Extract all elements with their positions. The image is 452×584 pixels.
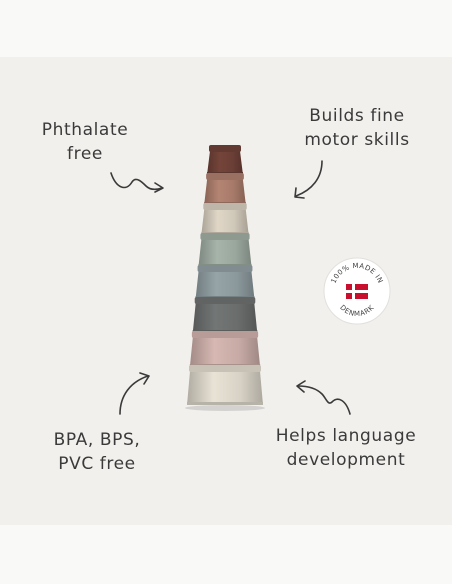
callout-bpa-line2: PVC free: [58, 454, 136, 474]
stacking-cup: [207, 145, 243, 175]
callout-bpa-line1: BPA, BPS,: [53, 430, 141, 450]
callout-motor-skills: Builds fine motor skills: [292, 104, 422, 152]
stacking-cup: [198, 233, 252, 267]
stacking-cup: [204, 173, 246, 205]
arrow-language-icon: [296, 380, 351, 415]
callout-bpa-free: BPA, BPS, PVC free: [36, 428, 158, 476]
stacking-cup: [195, 265, 255, 299]
callout-language-line2: development: [286, 450, 406, 470]
tower-shadow: [185, 405, 265, 411]
callout-language-line1: Helps language: [275, 426, 417, 446]
stacking-cups-tower: [185, 145, 265, 411]
callout-motor-line2: motor skills: [304, 130, 410, 150]
callout-phthalate-line1: Phthalate: [41, 120, 129, 140]
arrow-bpa-icon: [119, 372, 150, 415]
arrow-phthalate-icon: [110, 172, 164, 193]
stacking-cup: [192, 297, 258, 333]
callout-language-development: Helps language development: [266, 424, 426, 472]
denmark-flag-icon: [346, 284, 368, 299]
stacking-cup: [189, 331, 261, 367]
callout-phthalate-line2: free: [67, 144, 103, 164]
arrow-motor-icon: [294, 160, 323, 199]
stacking-cup: [201, 203, 249, 235]
callout-motor-line1: Builds fine: [309, 106, 405, 126]
callout-phthalate-free: Phthalate free: [30, 118, 140, 166]
stacking-cup: [187, 365, 263, 405]
made-in-denmark-seal: 100% MADE IN DENMARK: [323, 257, 391, 325]
